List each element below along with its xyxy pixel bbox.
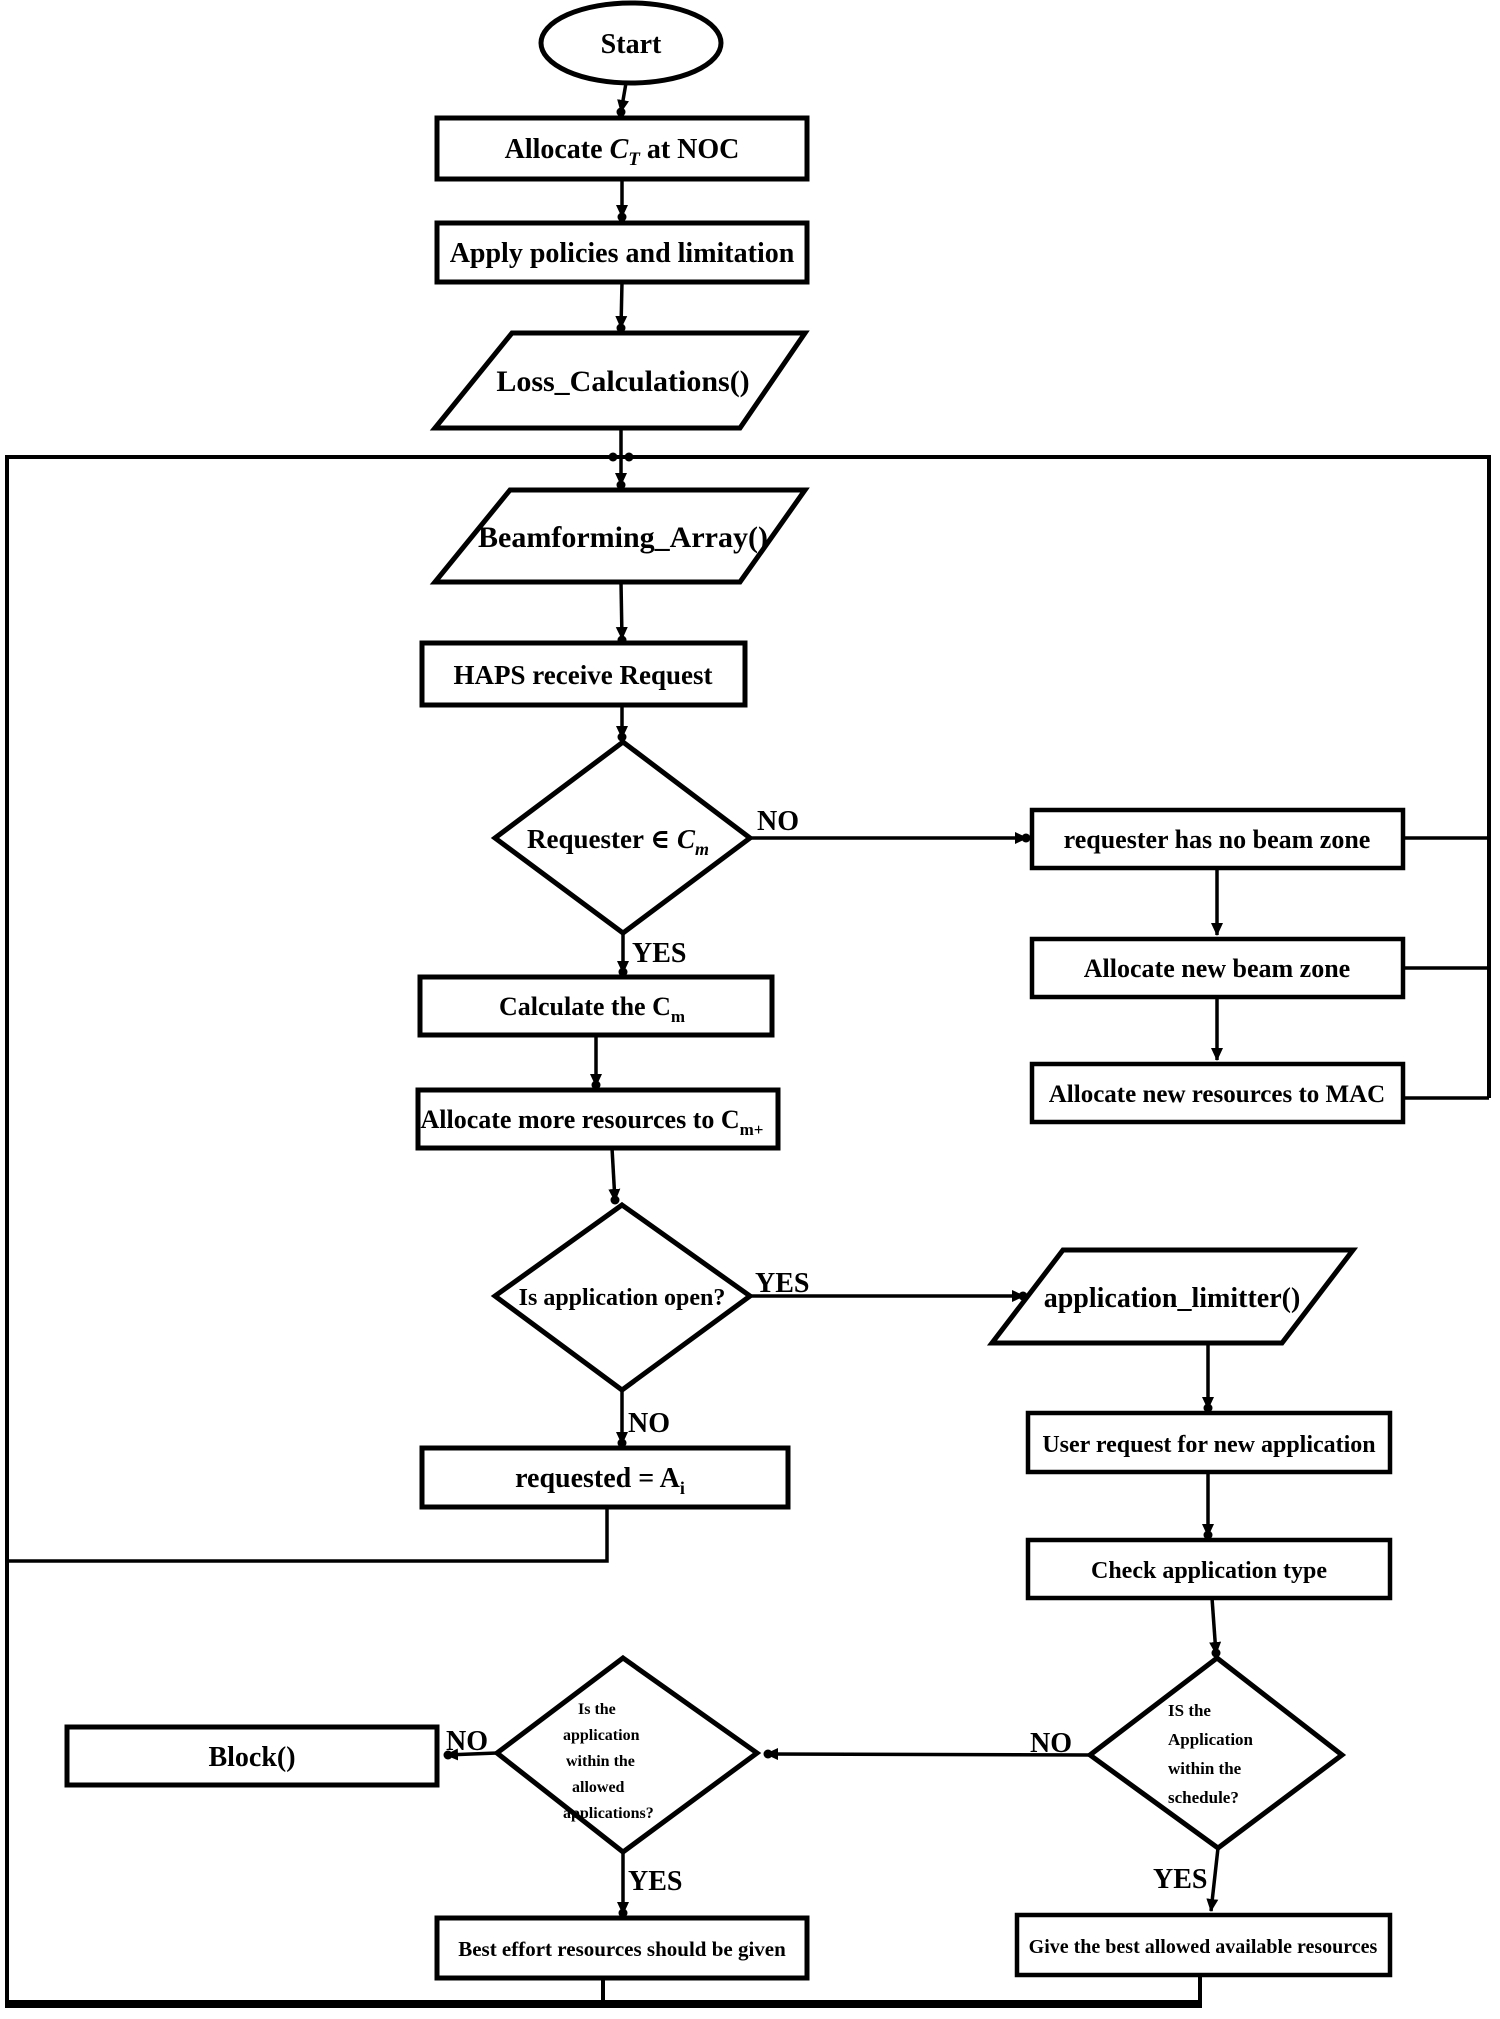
- edge-allowed-no: [445, 1748, 498, 1761]
- edge-schedule-no: [765, 1748, 1091, 1761]
- node-allocate-ct-label: Allocate CT at NOC: [505, 134, 740, 170]
- node-start: Start: [538, 0, 724, 86]
- edge-label-allowed-yes: YES: [628, 1866, 682, 1897]
- node-loss-calculations: Loss_Calculations(): [429, 330, 810, 431]
- node-haps-receive: HAPS receive Request: [419, 640, 748, 708]
- node-haps-receive-label: HAPS receive Request: [454, 660, 713, 690]
- node-check-application-type: Check application type: [1025, 1537, 1393, 1601]
- node-beamforming-array-label: Beamforming_Array(): [478, 521, 768, 554]
- node-start-label: Start: [601, 29, 662, 60]
- node-application-limitter: application_limitter(): [986, 1247, 1359, 1346]
- node-is-app-within-allowed: Is the application within the allowed ap…: [492, 1654, 762, 1856]
- node-is-app-within-allowed-line5: applications?: [563, 1805, 654, 1822]
- edge-schedule-yes: [1206, 1847, 1220, 1912]
- edge-label-app-open-no: NO: [628, 1408, 670, 1439]
- node-requester-no-beam-label: requester has no beam zone: [1064, 825, 1371, 854]
- node-allocate-new-beam-zone: Allocate new beam zone: [1029, 936, 1406, 1000]
- node-application-limitter-label: application_limitter(): [1044, 1283, 1301, 1314]
- node-is-app-within-schedule-line2: Application: [1168, 1730, 1254, 1749]
- edge-label-requester-yes: YES: [632, 938, 686, 969]
- node-block: Block(): [64, 1724, 440, 1788]
- edge-label-schedule-yes: YES: [1153, 1864, 1207, 1895]
- node-allocate-more-resources-label: Allocate more resources to Cm+: [421, 1105, 764, 1139]
- node-calculate-cm: Calculate the Cm: [417, 974, 775, 1038]
- edge-policies-to-loss: [615, 281, 628, 329]
- node-requested-ai: requested = Ai: [419, 1445, 791, 1510]
- edge-beamforming-to-haps: [615, 581, 628, 640]
- node-is-app-within-schedule-line3: within the: [1168, 1759, 1242, 1778]
- node-calculate-cm-label: Calculate the Cm: [499, 992, 685, 1026]
- node-requester-in-cm: Requester ∈ Cm: [490, 738, 755, 937]
- node-beamforming-array: Beamforming_Array(): [429, 487, 810, 585]
- node-give-best: Give the best allowed available resource…: [1014, 1912, 1393, 1978]
- node-allocate-new-resources-mac: Allocate new resources to MAC: [1029, 1061, 1406, 1125]
- node-is-application-open: Is application open?: [490, 1201, 755, 1394]
- node-allocate-more-resources: Allocate more resources to Cm+: [415, 1087, 781, 1151]
- node-is-app-within-allowed-line4: allowed: [572, 1779, 625, 1796]
- node-loss-calculations-label: Loss_Calculations(): [496, 365, 749, 398]
- node-check-application-type-label: Check application type: [1091, 1558, 1327, 1584]
- node-is-app-within-schedule: IS the Application within the schedule?: [1085, 1654, 1347, 1852]
- node-is-app-within-allowed-line2: application: [563, 1727, 640, 1744]
- node-allocate-ct: Allocate CT at NOC: [434, 115, 810, 182]
- edge-label-allowed-no: NO: [446, 1726, 488, 1757]
- node-apply-policies-label: Apply policies and limitation: [450, 238, 795, 269]
- node-allocate-new-beam-zone-label: Allocate new beam zone: [1084, 954, 1350, 983]
- node-requester-in-cm-label: Requester ∈ Cm: [527, 824, 709, 859]
- node-requester-no-beam: requester has no beam zone: [1029, 807, 1406, 871]
- node-best-effort-label: Best effort resources should be given: [458, 1937, 786, 1961]
- edge-label-schedule-no: NO: [1030, 1728, 1072, 1759]
- node-allocate-new-resources-mac-label: Allocate new resources to MAC: [1049, 1081, 1386, 1108]
- node-is-app-within-allowed-line3: within the: [566, 1753, 635, 1770]
- node-apply-policies: Apply policies and limitation: [434, 220, 810, 285]
- node-best-effort: Best effort resources should be given: [434, 1915, 810, 1981]
- node-give-best-label: Give the best allowed available resource…: [1029, 1936, 1378, 1958]
- node-is-application-open-label: Is application open?: [519, 1285, 726, 1311]
- edge-requested-loopback: [9, 1507, 609, 1563]
- node-is-app-within-allowed-line1: Is the: [578, 1701, 616, 1718]
- edge-allocate-more-to-open: [608, 1147, 621, 1202]
- edge-label-app-open-yes: YES: [755, 1268, 809, 1299]
- edge-label-requester-no: NO: [757, 806, 799, 837]
- node-is-app-within-schedule-line4: schedule?: [1168, 1788, 1239, 1807]
- node-user-request-new-app-label: User request for new application: [1042, 1432, 1375, 1458]
- edge-start-to-allocate: [617, 82, 629, 113]
- node-block-label: Block(): [208, 1742, 295, 1773]
- node-user-request-new-app: User request for new application: [1025, 1410, 1393, 1475]
- edge-check-to-schedule: [1209, 1597, 1222, 1655]
- node-is-app-within-schedule-line1: IS the: [1168, 1701, 1211, 1720]
- junction-dots: [443, 107, 1221, 1918]
- node-requested-ai-label: requested = Ai: [515, 1463, 685, 1498]
